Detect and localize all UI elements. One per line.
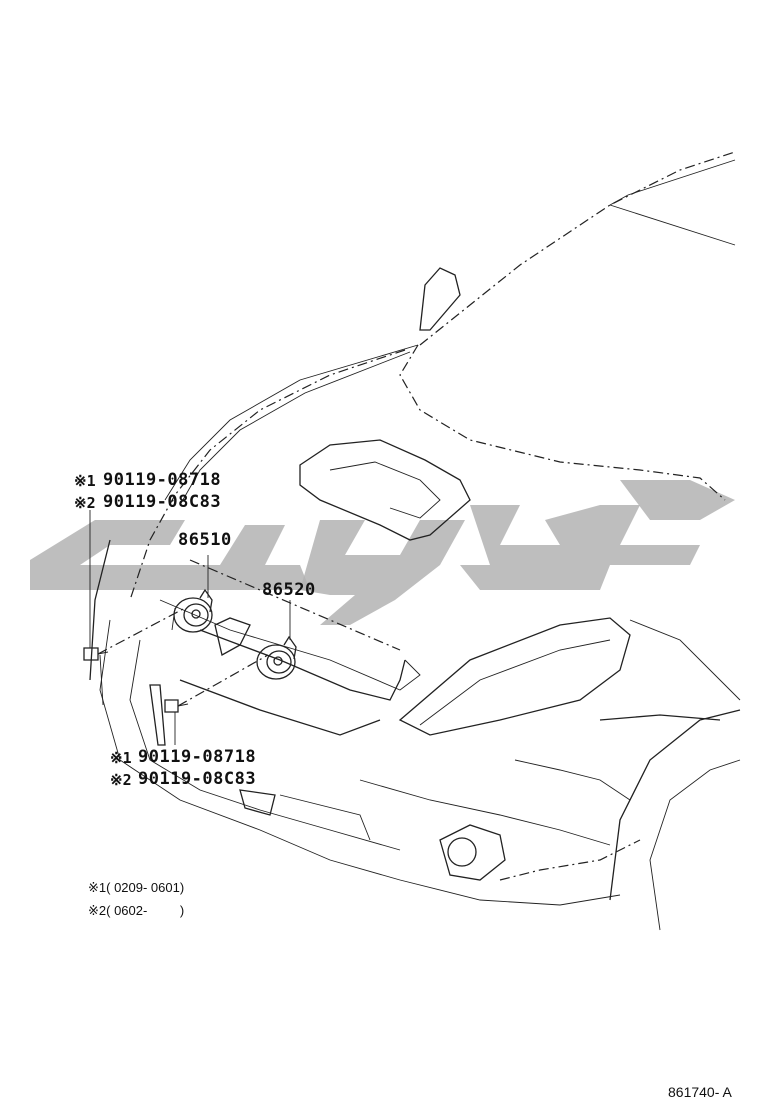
- horn-86510: [171, 588, 213, 633]
- top-ref2-mark: ※2: [74, 494, 96, 512]
- horn-high-part-number: 86510: [178, 530, 232, 550]
- top-ref1-part-number: 90119-08718: [103, 470, 222, 490]
- watermark-logo: [30, 480, 735, 625]
- bottom-ref2-mark: ※2: [110, 771, 132, 789]
- car-body-outline: [89, 151, 741, 931]
- top-ref2-part-number: 90119-08C83: [103, 492, 222, 512]
- bottom-ref1-mark: ※1: [110, 749, 132, 767]
- bottom-ref1-part-number: 90119-08718: [138, 747, 257, 767]
- bottom-ref2-part-number: 90119-08C83: [138, 769, 257, 789]
- note-period-1: ※1( 0209- 0601): [88, 880, 185, 895]
- horn-low-part-number: 86520: [262, 580, 316, 600]
- leader-lines: [89, 510, 291, 745]
- note-period-2: ※2( 0602- ): [88, 903, 185, 918]
- diagram-code: 861740- A: [668, 1084, 732, 1100]
- horn-86520: [256, 635, 297, 680]
- top-ref1-mark: ※1: [74, 472, 96, 490]
